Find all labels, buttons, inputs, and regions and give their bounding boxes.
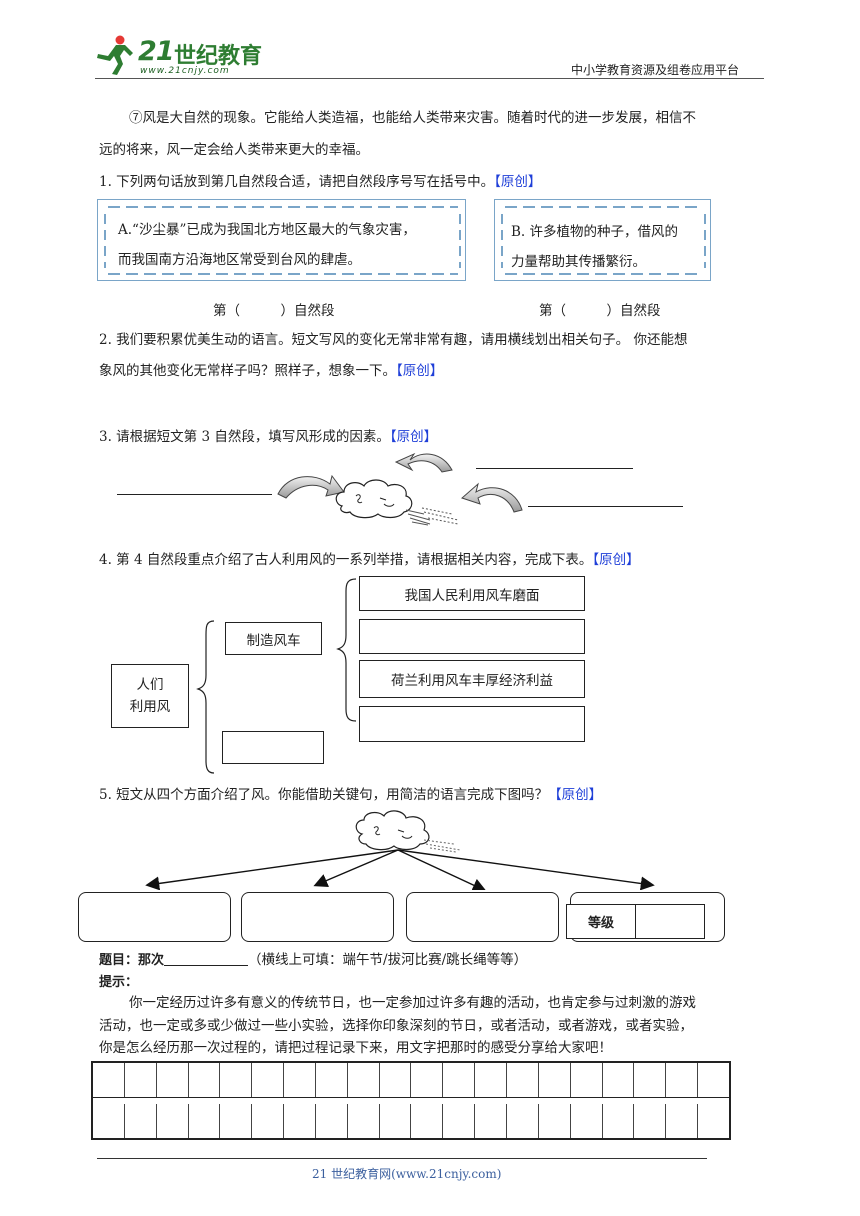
wind-diagram-icon	[277, 452, 523, 526]
q4-question: 4. 第 4 自然段重点介绍了古人利用风的一系列举措，请根据相关内容，完成下表。…	[99, 552, 640, 568]
footer-text[interactable]: 21 世纪教育网(www.21cnjy.com)	[312, 1167, 502, 1181]
q1-box-a: A.“沙尘暴”已成为我国北方地区最大的气象灾害， 而我国南方沿海地区常受到台风的…	[97, 199, 466, 281]
dashed-border-decoration	[104, 206, 461, 275]
q5-cloud-arrows	[145, 810, 655, 890]
q3-answer-line-2[interactable]	[117, 494, 272, 495]
writing-grid-gap	[93, 1097, 729, 1104]
q1-answer-a[interactable]: 第（ ）自然段	[213, 303, 335, 319]
q4-leaf-2-blank[interactable]	[359, 619, 585, 654]
header-rule	[95, 78, 764, 79]
q1-box-b-line-1: B. 许多植物的种子，借风的	[511, 224, 679, 240]
q3-answer-line-3[interactable]	[528, 506, 683, 507]
q1-box-a-line-1: A.“沙尘暴”已成为我国北方地区最大的气象灾害，	[118, 222, 416, 238]
grade-value-cell[interactable]	[636, 905, 704, 938]
q5-answer-box-3[interactable]	[406, 892, 559, 942]
q4-leaf-3: 荷兰利用风车丰厚经济利益	[359, 660, 585, 698]
q4-brackets	[196, 578, 357, 774]
q1-box-a-line-2: 而我国南方沿海地区常受到台风的肆虐。	[118, 252, 361, 268]
logo-url: www.21cnjy.com	[140, 66, 230, 76]
essay-title-blank[interactable]	[164, 965, 249, 966]
writing-grid-row[interactable]	[93, 1063, 729, 1097]
q1-answer-b[interactable]: 第（ ）自然段	[539, 303, 661, 319]
q1-box-b: B. 许多植物的种子，借风的 力量帮助其传播繁衍。	[494, 199, 711, 281]
q2-line-1: 2. 我们要积累优美生动的语言。短文写风的变化无常非常有趣，请用横线划出相关句子…	[99, 332, 688, 348]
q4-root-line-2: 利用风	[129, 699, 171, 715]
passage-line-2: 远的将来，风一定会给人类带来更大的幸福。	[99, 142, 369, 158]
grade-label: 等级	[567, 905, 636, 938]
q5-answer-box-1[interactable]	[78, 892, 231, 942]
essay-tips-line-2: 活动，也一定或多或少做过一些小实验，选择你印象深刻的节日，或者活动，或者游戏，或…	[99, 1018, 693, 1034]
writing-grid-row[interactable]	[93, 1104, 729, 1138]
essay-title-row: 题目：那次 （横线上可填：端午节/拔河比赛/跳长绳等等）	[99, 948, 527, 968]
site-logo: 21 世纪教育 www.21cnjy.com	[94, 34, 264, 78]
q4-branch-windmill: 制造风车	[225, 622, 322, 655]
q4-leaf-1: 我国人民利用风车磨面	[359, 576, 585, 611]
essay-tips-label: 提示：	[99, 975, 139, 990]
running-man-icon	[97, 35, 133, 75]
footer-rule	[97, 1158, 707, 1159]
q3-answer-line-1[interactable]	[476, 468, 633, 469]
q4-root-box: 人们 利用风	[111, 664, 189, 728]
platform-name: 中小学教育资源及组卷应用平台	[571, 63, 740, 77]
essay-title-hint: （横线上可填：端午节/拔河比赛/跳长绳等等）	[248, 952, 528, 968]
essay-title-label: 题目：那次	[99, 953, 165, 968]
q1-question: 1. 下列两句话放到第几自然段合适，请把自然段序号写在括号中。【原创】	[99, 174, 542, 190]
q4-root-line-1: 人们	[136, 677, 164, 693]
essay-tips-line-1: 你一定经历过许多有意义的传统节日，也一定参加过许多有趣的活动，也肯定参与过刺激的…	[129, 995, 696, 1011]
q5-question: 5. 短文从四个方面介绍了风。你能借助关键句，用简洁的语言完成下图吗？【原创】	[99, 787, 603, 803]
grade-table: 等级	[566, 904, 705, 939]
q4-branch-blank[interactable]	[222, 731, 324, 764]
q5-answer-box-2[interactable]	[241, 892, 394, 942]
passage-line-1: ⑦风是大自然的现象。它能给人类造福，也能给人类带来灾害。随着时代的进一步发展，相…	[129, 110, 696, 126]
essay-tips-line-3: 你是怎么经历那一次过程的，请把过程记录下来，用文字把那时的感受分享给大家吧！	[99, 1040, 612, 1056]
logo-text: 世纪教育	[174, 44, 263, 69]
logo-number: 21	[138, 36, 175, 67]
writing-grid[interactable]	[91, 1061, 731, 1140]
q3-question: 3. 请根据短文第 3 自然段，填写风形成的因素。【原创】	[99, 429, 438, 445]
q1-box-b-line-2: 力量帮助其传播繁衍。	[511, 254, 646, 270]
q2-line-2: 象风的其他变化无常样子吗？照样子，想象一下。【原创】	[99, 363, 444, 379]
dashed-border-decoration	[501, 206, 706, 275]
q4-leaf-4-blank[interactable]	[359, 706, 585, 742]
